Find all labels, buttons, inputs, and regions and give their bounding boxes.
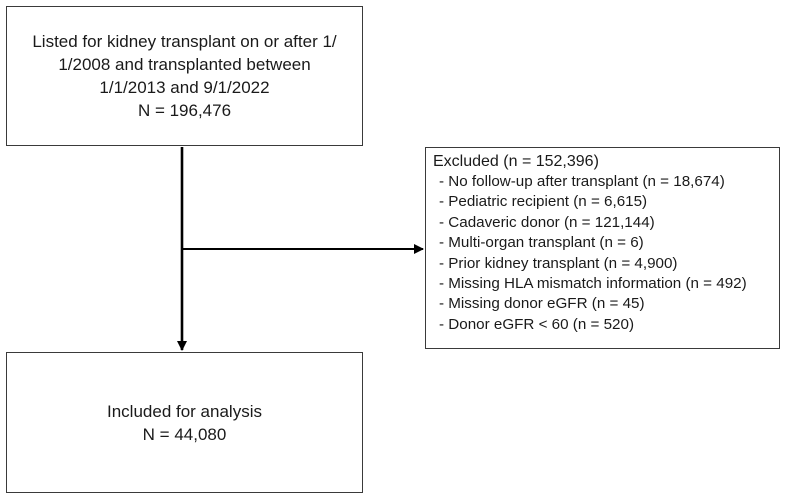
excluded-title: Excluded (n = 152,396)	[433, 153, 599, 170]
exclusion-item: No follow-up after transplant (n = 18,67…	[439, 172, 779, 192]
included-analysis-box: Included for analysis N = 44,080	[6, 352, 363, 493]
exclusion-item: Multi-organ transplant (n = 6)	[439, 233, 779, 253]
exclusion-item: Missing HLA mismatch information (n = 49…	[439, 274, 779, 294]
eligible-line-3: 1/1/2013 and 9/1/2022	[99, 78, 270, 97]
exclusion-item: Missing donor eGFR (n = 45)	[439, 294, 779, 314]
included-label: Included for analysis	[107, 401, 262, 421]
eligible-line-1: Listed for kidney transplant on or after…	[32, 32, 337, 51]
included-count: N = 44,080	[142, 424, 227, 444]
exclusion-item: Donor eGFR < 60 (n = 520)	[439, 315, 779, 335]
exclusion-item: Prior kidney transplant (n = 4,900)	[439, 254, 779, 274]
excluded-box: Excluded (n = 152,396) No follow-up afte…	[425, 147, 780, 349]
eligible-line-2: 1/2008 and transplanted between	[58, 55, 311, 74]
exclusion-list: No follow-up after transplant (n = 18,67…	[433, 172, 779, 335]
exclusion-item: Pediatric recipient (n = 6,615)	[439, 192, 779, 212]
exclusion-item: Cadaveric donor (n = 121,144)	[439, 213, 779, 233]
eligible-population-box: Listed for kidney transplant on or after…	[6, 6, 363, 146]
eligible-count: N = 196,476	[137, 101, 232, 120]
